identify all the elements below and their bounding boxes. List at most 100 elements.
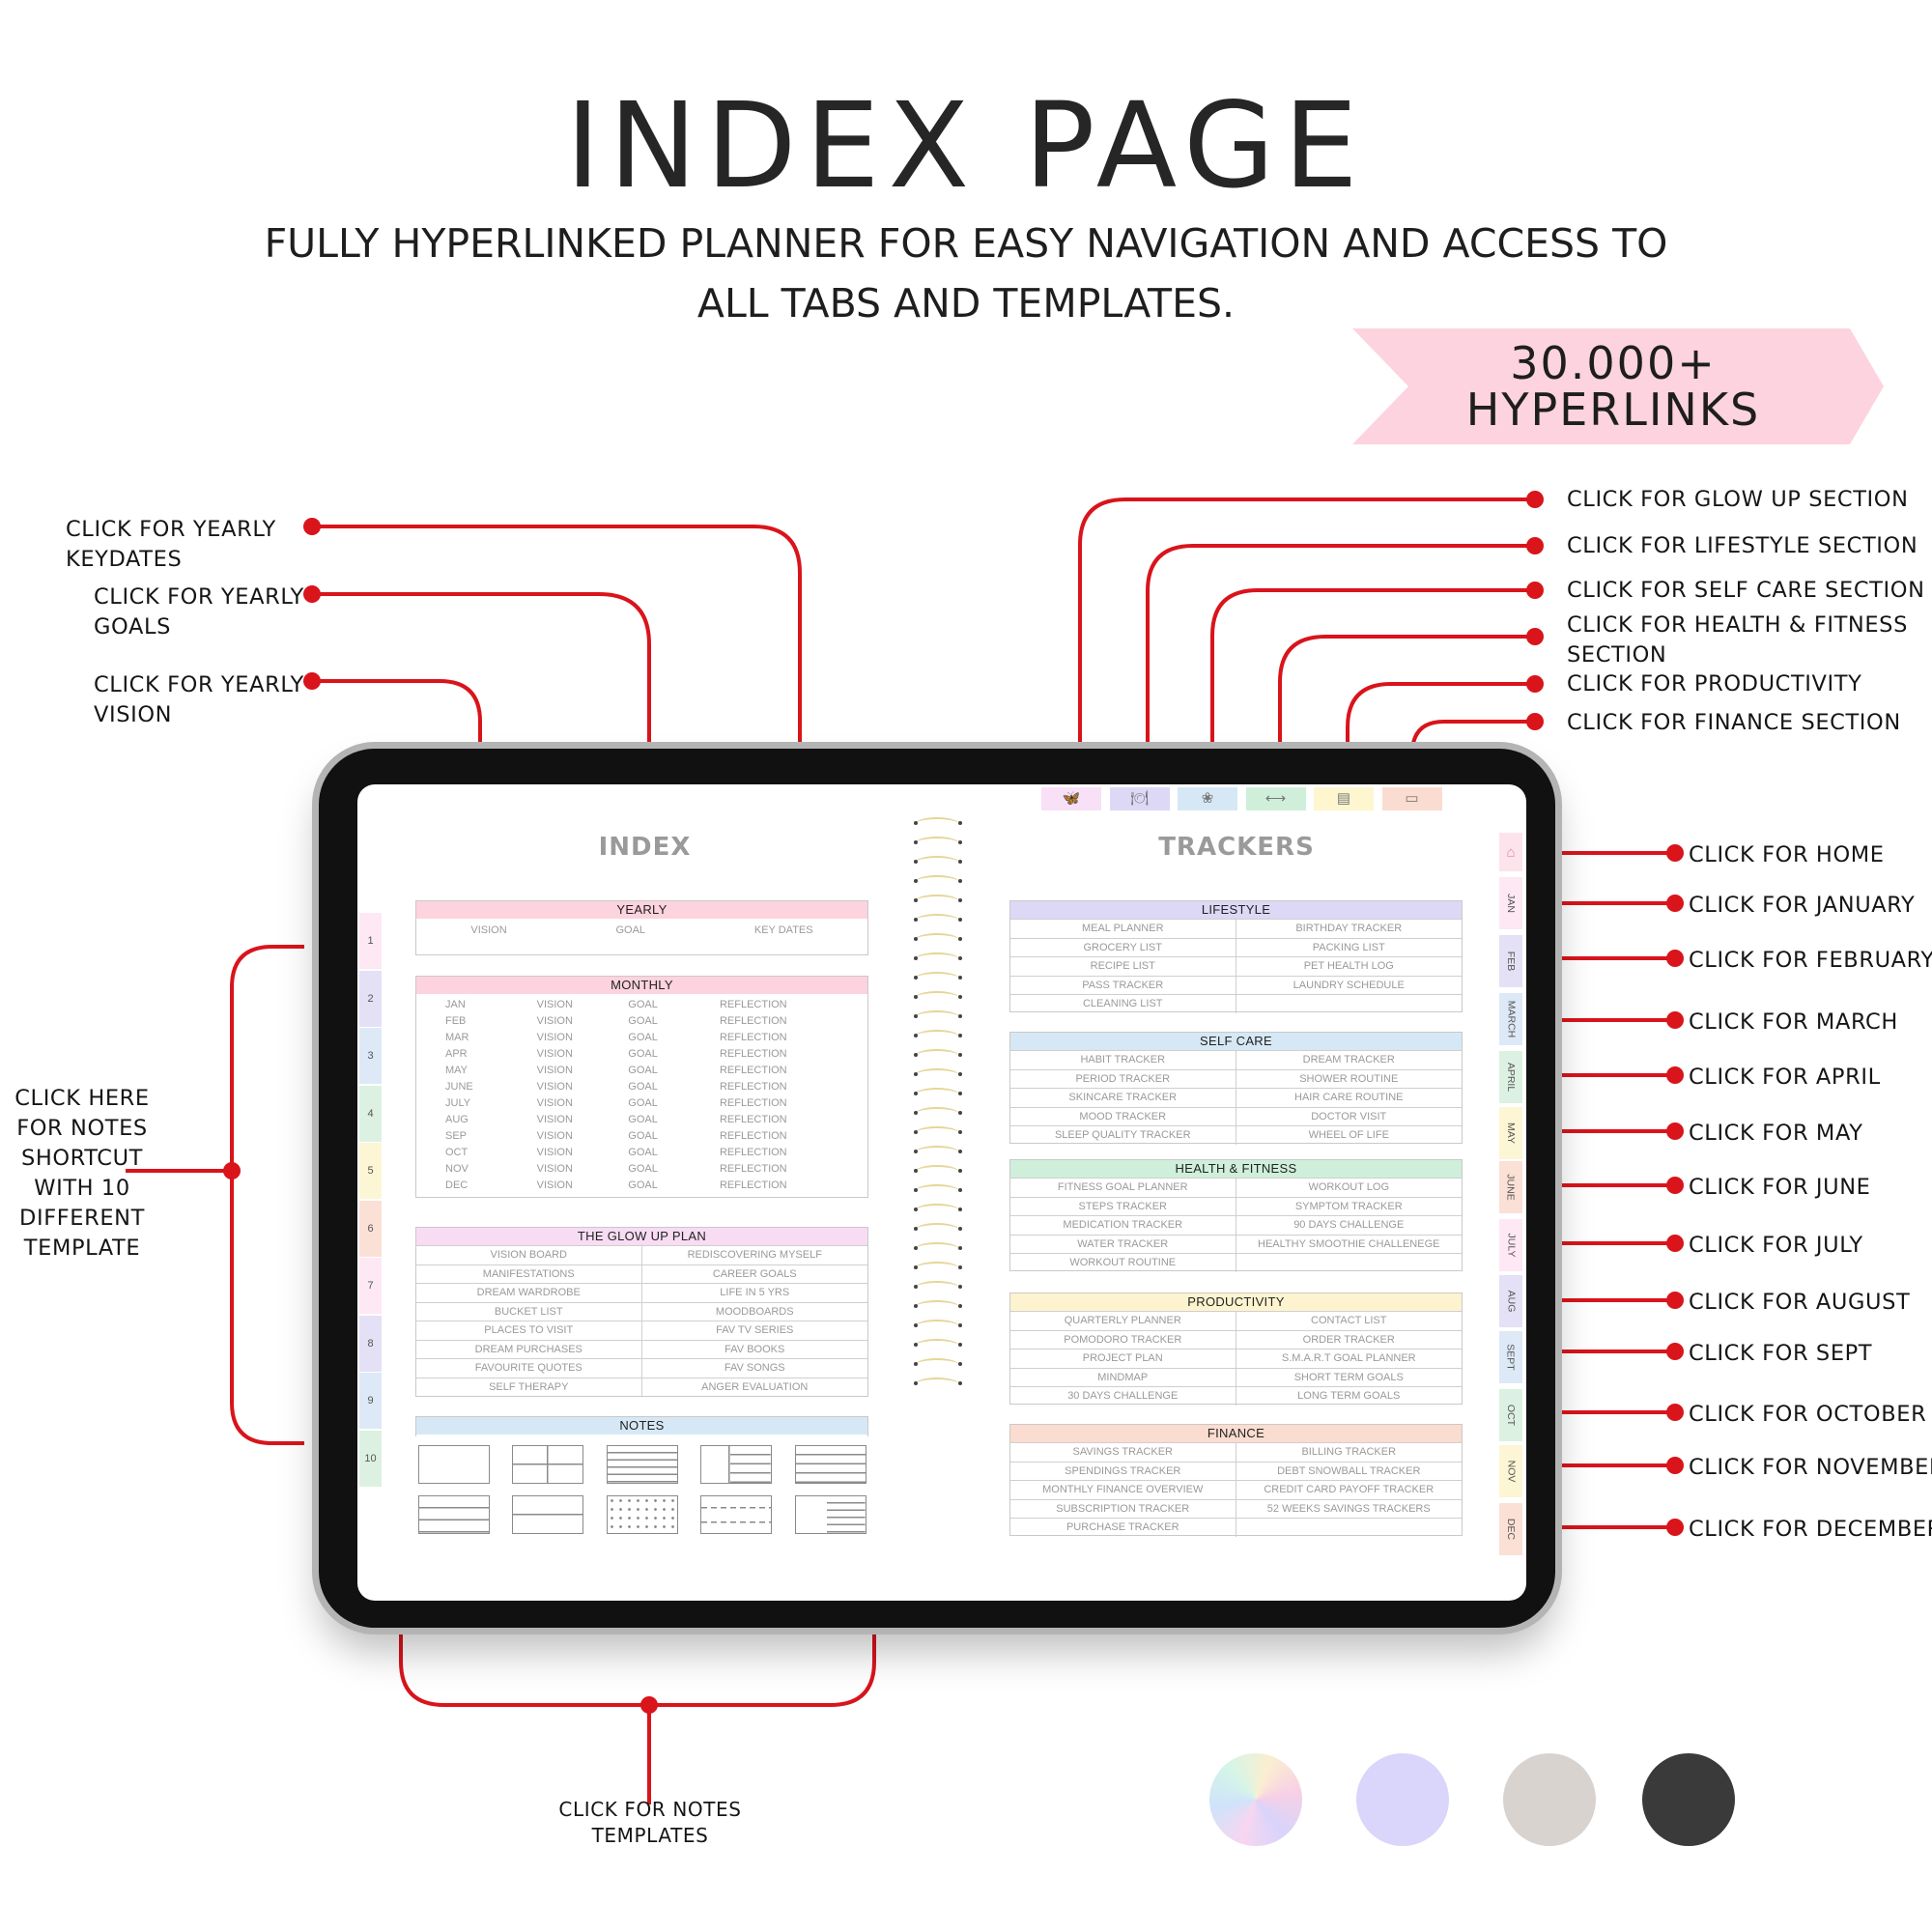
notes-tab-5[interactable]: 5 bbox=[359, 1143, 382, 1199]
template-link[interactable]: PASS TRACKER bbox=[1010, 975, 1236, 994]
notes-template-cornell[interactable] bbox=[700, 1445, 772, 1484]
template-link[interactable]: 90 DAYS CHALLENGE bbox=[1236, 1215, 1462, 1235]
yearly-keydates-link[interactable]: KEY DATES bbox=[753, 924, 813, 936]
month-goal-link[interactable]: GOAL bbox=[628, 999, 658, 1010]
template-link[interactable]: GROCERY LIST bbox=[1010, 937, 1236, 956]
month-reflection-link[interactable]: REFLECTION bbox=[719, 1114, 787, 1125]
month-tab-april[interactable]: APRIL bbox=[1499, 1051, 1522, 1103]
template-link[interactable]: RECIPE LIST bbox=[1010, 956, 1236, 976]
notes-tab-6[interactable]: 6 bbox=[359, 1200, 382, 1257]
month-reflection-link[interactable]: REFLECTION bbox=[719, 1147, 787, 1158]
month-tab-dec[interactable]: DEC bbox=[1499, 1503, 1522, 1555]
template-link[interactable]: 52 WEEKS SAVINGS TRACKERS bbox=[1236, 1498, 1462, 1519]
template-link[interactable]: WATER TRACKER bbox=[1010, 1234, 1236, 1253]
template-link[interactable]: FITNESS GOAL PLANNER bbox=[1010, 1178, 1236, 1197]
month-tab-nov[interactable]: NOV bbox=[1499, 1445, 1522, 1497]
month-goal-link[interactable]: GOAL bbox=[628, 1114, 658, 1125]
month-reflection-link[interactable]: REFLECTION bbox=[719, 1179, 787, 1191]
month-vision-link[interactable]: VISION bbox=[536, 999, 573, 1010]
template-link[interactable]: LAUNDRY SCHEDULE bbox=[1236, 975, 1462, 995]
template-link[interactable]: REDISCOVERING MYSELF bbox=[641, 1245, 867, 1264]
template-link[interactable]: POMODORO TRACKER bbox=[1010, 1329, 1236, 1349]
notes-tab-1[interactable]: 1 bbox=[359, 913, 382, 969]
month-tab-may[interactable]: MAY bbox=[1499, 1107, 1522, 1159]
color-swatch-charcoal[interactable] bbox=[1642, 1753, 1735, 1846]
yearly-goal-link[interactable]: GOAL bbox=[615, 924, 646, 936]
template-link[interactable]: VISION BOARD bbox=[416, 1245, 642, 1264]
month-tab-feb[interactable]: FEB bbox=[1499, 935, 1522, 987]
month-vision-link[interactable]: VISION bbox=[536, 1065, 573, 1076]
month-goal-link[interactable]: GOAL bbox=[628, 1097, 658, 1109]
month-reflection-link[interactable]: REFLECTION bbox=[719, 1130, 787, 1142]
template-link[interactable]: PURCHASE TRACKER bbox=[1010, 1518, 1236, 1537]
template-link[interactable]: MANIFESTATIONS bbox=[416, 1264, 642, 1283]
template-link[interactable]: 30 DAYS CHALLENGE bbox=[1010, 1386, 1236, 1406]
notes-template-blank[interactable] bbox=[418, 1445, 490, 1484]
template-link[interactable]: BUCKET LIST bbox=[416, 1301, 642, 1321]
template-link[interactable]: HEALTHY SMOOTHIE CHALLENEGE bbox=[1236, 1234, 1462, 1254]
template-link[interactable]: PERIOD TRACKER bbox=[1010, 1068, 1236, 1088]
notes-template-table[interactable] bbox=[795, 1445, 867, 1484]
month-reflection-link[interactable]: REFLECTION bbox=[719, 1015, 787, 1027]
template-link[interactable]: SAVINGS TRACKER bbox=[1010, 1442, 1236, 1462]
template-link[interactable]: LIFE IN 5 YRS bbox=[641, 1283, 867, 1302]
template-link[interactable]: CAREER GOALS bbox=[641, 1264, 867, 1284]
month-tab-sept[interactable]: SEPT bbox=[1499, 1331, 1522, 1383]
month-tab-aug[interactable]: AUG bbox=[1499, 1275, 1522, 1327]
notes-template-lined[interactable] bbox=[607, 1445, 678, 1484]
month-goal-link[interactable]: GOAL bbox=[628, 1015, 658, 1027]
template-link[interactable]: HAIR CARE ROUTINE bbox=[1236, 1088, 1462, 1107]
notes-tab-8[interactable]: 8 bbox=[359, 1315, 382, 1372]
template-link[interactable]: SLEEP QUALITY TRACKER bbox=[1010, 1125, 1236, 1145]
notes-template-dotted[interactable] bbox=[607, 1495, 678, 1534]
template-link[interactable]: DREAM TRACKER bbox=[1236, 1050, 1462, 1069]
month-vision-link[interactable]: VISION bbox=[536, 1048, 573, 1060]
template-link[interactable]: DEBT SNOWBALL TRACKER bbox=[1236, 1461, 1462, 1481]
notes-template-planner[interactable] bbox=[795, 1495, 867, 1534]
notes-template-dashed[interactable] bbox=[700, 1495, 772, 1534]
template-link[interactable]: FAVOURITE QUOTES bbox=[416, 1358, 642, 1378]
template-link[interactable]: SKINCARE TRACKER bbox=[1010, 1088, 1236, 1107]
template-link[interactable]: PET HEALTH LOG bbox=[1236, 956, 1462, 976]
notes-tab-4[interactable]: 4 bbox=[359, 1085, 382, 1142]
template-link[interactable]: LONG TERM GOALS bbox=[1236, 1386, 1462, 1406]
month-vision-link[interactable]: VISION bbox=[536, 1114, 573, 1125]
template-link[interactable]: SYMPTOM TRACKER bbox=[1236, 1196, 1462, 1216]
month-goal-link[interactable]: GOAL bbox=[628, 1179, 658, 1191]
template-link[interactable]: SPENDINGS TRACKER bbox=[1010, 1461, 1236, 1480]
butterfly-icon[interactable]: 🦋 bbox=[1041, 787, 1101, 810]
template-link[interactable]: PROJECT PLAN bbox=[1010, 1349, 1236, 1368]
month-vision-link[interactable]: VISION bbox=[536, 1147, 573, 1158]
notes-tab-2[interactable]: 2 bbox=[359, 970, 382, 1027]
month-goal-link[interactable]: GOAL bbox=[628, 1065, 658, 1076]
template-link[interactable]: HABIT TRACKER bbox=[1010, 1050, 1236, 1069]
month-vision-link[interactable]: VISION bbox=[536, 1032, 573, 1043]
month-vision-link[interactable]: VISION bbox=[536, 1015, 573, 1027]
template-link[interactable]: CONTACT LIST bbox=[1236, 1311, 1462, 1330]
month-reflection-link[interactable]: REFLECTION bbox=[719, 1065, 787, 1076]
template-link[interactable]: BIRTHDAY TRACKER bbox=[1236, 919, 1462, 938]
color-swatch-beige[interactable] bbox=[1503, 1753, 1596, 1846]
template-link[interactable]: DREAM PURCHASES bbox=[416, 1339, 642, 1358]
month-tab-july[interactable]: JULY bbox=[1499, 1219, 1522, 1271]
month-goal-link[interactable]: GOAL bbox=[628, 1147, 658, 1158]
template-link[interactable]: ANGER EVALUATION bbox=[641, 1377, 867, 1397]
template-link[interactable]: SHOWER ROUTINE bbox=[1236, 1068, 1462, 1089]
template-link[interactable]: SHORT TERM GOALS bbox=[1236, 1367, 1462, 1387]
month-tab-oct[interactable]: OCT bbox=[1499, 1389, 1522, 1441]
template-link[interactable]: STEPS TRACKER bbox=[1010, 1196, 1236, 1215]
template-link[interactable]: ORDER TRACKER bbox=[1236, 1329, 1462, 1350]
template-link[interactable]: S.M.A.R.T GOAL PLANNER bbox=[1236, 1349, 1462, 1368]
notes-tab-3[interactable]: 3 bbox=[359, 1028, 382, 1084]
month-vision-link[interactable]: VISION bbox=[536, 1081, 573, 1093]
template-link[interactable]: WHEEL OF LIFE bbox=[1236, 1125, 1462, 1145]
template-link[interactable]: WORKOUT ROUTINE bbox=[1010, 1253, 1236, 1272]
template-link[interactable]: FAV TV SERIES bbox=[641, 1321, 867, 1340]
template-link[interactable]: MEAL PLANNER bbox=[1010, 919, 1236, 938]
notes-tab-9[interactable]: 9 bbox=[359, 1373, 382, 1429]
yearly-vision-link[interactable]: VISION bbox=[470, 924, 507, 936]
home-tab[interactable]: ⌂ bbox=[1499, 833, 1522, 871]
template-link[interactable]: CREDIT CARD PAYOFF TRACKER bbox=[1236, 1480, 1462, 1499]
month-goal-link[interactable]: GOAL bbox=[628, 1032, 658, 1043]
month-vision-link[interactable]: VISION bbox=[536, 1163, 573, 1175]
